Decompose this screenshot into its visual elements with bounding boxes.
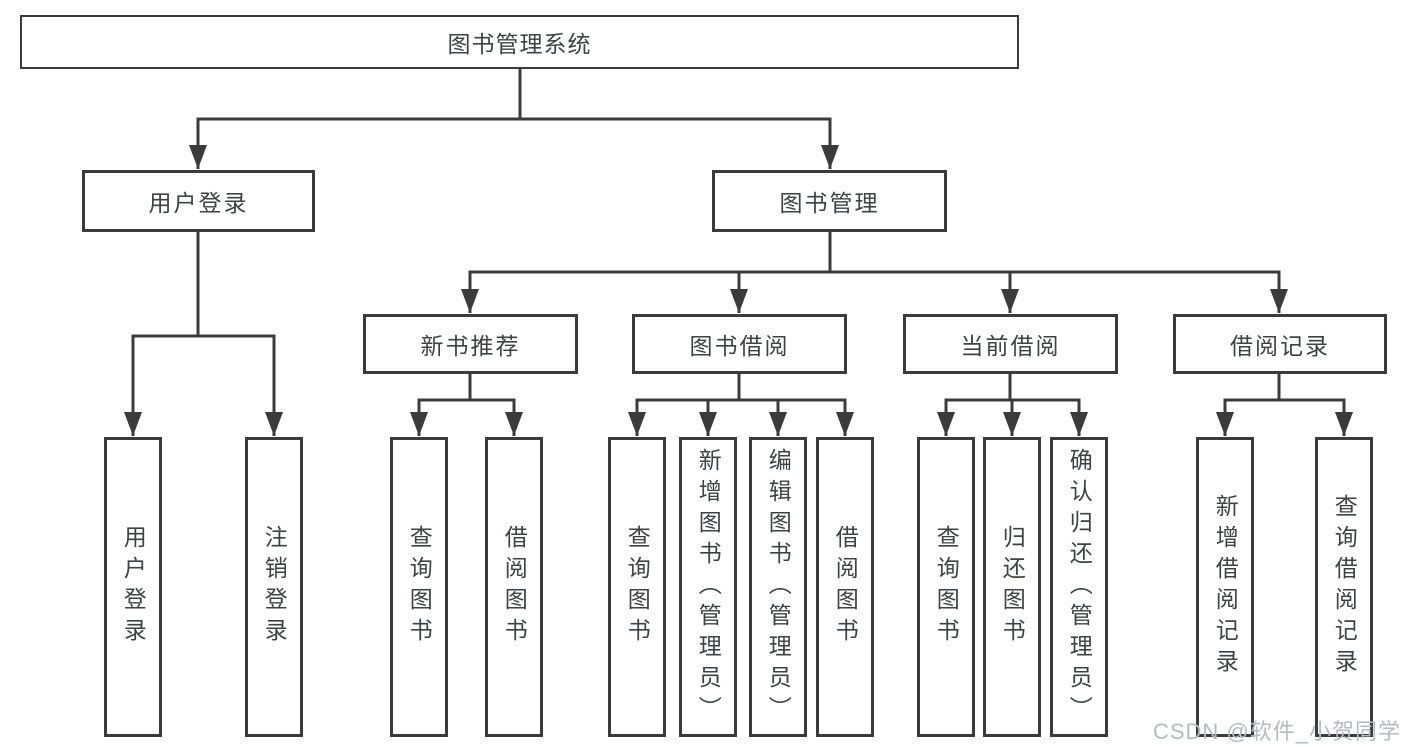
leaf-current-query: 查询图书: [917, 437, 975, 737]
node-book-management: 图书管理: [712, 170, 947, 232]
node-label: 图书管理系统: [447, 31, 592, 57]
connector-level2-rail: [196, 117, 832, 169]
leaf-newbook-borrow: 借阅图书: [485, 437, 543, 737]
connector-level3-rail: [468, 270, 1281, 313]
leaf-label: 查询图书: [406, 525, 433, 649]
leaf-label: 用户登录: [120, 525, 147, 649]
leaf-borrow-query: 查询图书: [608, 437, 666, 737]
arrowhead-icon: [410, 412, 428, 436]
node-new-book-recommend: 新书推荐: [363, 314, 578, 374]
arrowhead-icon: [1001, 289, 1019, 313]
leaf-label: 注销登录: [261, 525, 288, 649]
arrowhead-icon: [1070, 412, 1088, 436]
node-user-login: 用户登录: [82, 170, 315, 232]
arrowhead-icon: [1003, 412, 1021, 436]
arrowhead-icon: [836, 412, 854, 436]
connector-records-rail: [1223, 398, 1346, 436]
node-current-borrow: 当前借阅: [903, 314, 1118, 374]
arrowhead-icon: [461, 289, 479, 313]
leaf-newbook-query: 查询图书: [390, 437, 448, 737]
leaf-current-return: 归还图书: [983, 437, 1041, 737]
leaf-label: 借阅图书: [501, 525, 528, 649]
connector-newbook-rail: [417, 398, 516, 436]
leaf-label: 新增图书（管理员）: [695, 447, 722, 727]
connector-userlogin-rail: [131, 334, 276, 436]
node-label: 图书借阅: [689, 333, 790, 359]
node-library-system: 图书管理系统: [20, 15, 1019, 69]
leaf-label: 确认归还（管理员）: [1066, 447, 1093, 727]
leaf-label: 查询图书: [624, 525, 651, 649]
csdn-watermark: CSDN @软件_小贺同学: [1152, 719, 1401, 744]
arrowhead-icon: [505, 412, 523, 436]
leaf-user-login: 用户登录: [104, 437, 162, 737]
arrowhead-icon: [124, 412, 142, 436]
arrowhead-icon: [628, 412, 646, 436]
arrowhead-icon: [1216, 412, 1234, 436]
arrowhead-icon: [821, 145, 839, 169]
node-borrow-records: 借阅记录: [1173, 314, 1387, 374]
leaf-borrow-edit-admin: 编辑图书（管理员）: [749, 437, 807, 737]
leaf-records-query: 查询借阅记录: [1315, 437, 1373, 737]
leaf-label: 借阅图书: [832, 525, 859, 649]
arrowhead-icon: [265, 412, 283, 436]
arrowhead-icon: [1270, 289, 1288, 313]
node-label: 图书管理: [779, 190, 880, 216]
arrowhead-icon: [730, 289, 748, 313]
node-label: 当前借阅: [960, 333, 1061, 359]
leaf-label: 查询图书: [933, 525, 960, 649]
arrowhead-icon: [189, 145, 207, 169]
arrowhead-icon: [937, 412, 955, 436]
node-label: 借阅记录: [1230, 333, 1330, 359]
leaf-borrow-borrow: 借阅图书: [816, 437, 874, 737]
node-label: 用户登录: [148, 190, 249, 216]
leaf-label: 编辑图书（管理员）: [765, 447, 792, 727]
arrowhead-icon: [699, 412, 717, 436]
leaf-label: 归还图书: [999, 525, 1026, 649]
arrowhead-icon: [769, 412, 787, 436]
leaf-records-add: 新增借阅记录: [1196, 437, 1254, 737]
node-label: 新书推荐: [420, 333, 521, 359]
leaf-current-confirm-admin: 确认归还（管理员）: [1050, 437, 1108, 737]
leaf-logout: 注销登录: [245, 437, 303, 737]
node-book-borrow: 图书借阅: [632, 314, 847, 374]
leaf-borrow-add-admin: 新增图书（管理员）: [679, 437, 737, 737]
leaf-label: 新增借阅记录: [1212, 494, 1239, 680]
connector-borrow-rail: [635, 398, 847, 436]
arrowhead-icon: [1335, 412, 1353, 436]
leaf-label: 查询借阅记录: [1331, 494, 1358, 680]
